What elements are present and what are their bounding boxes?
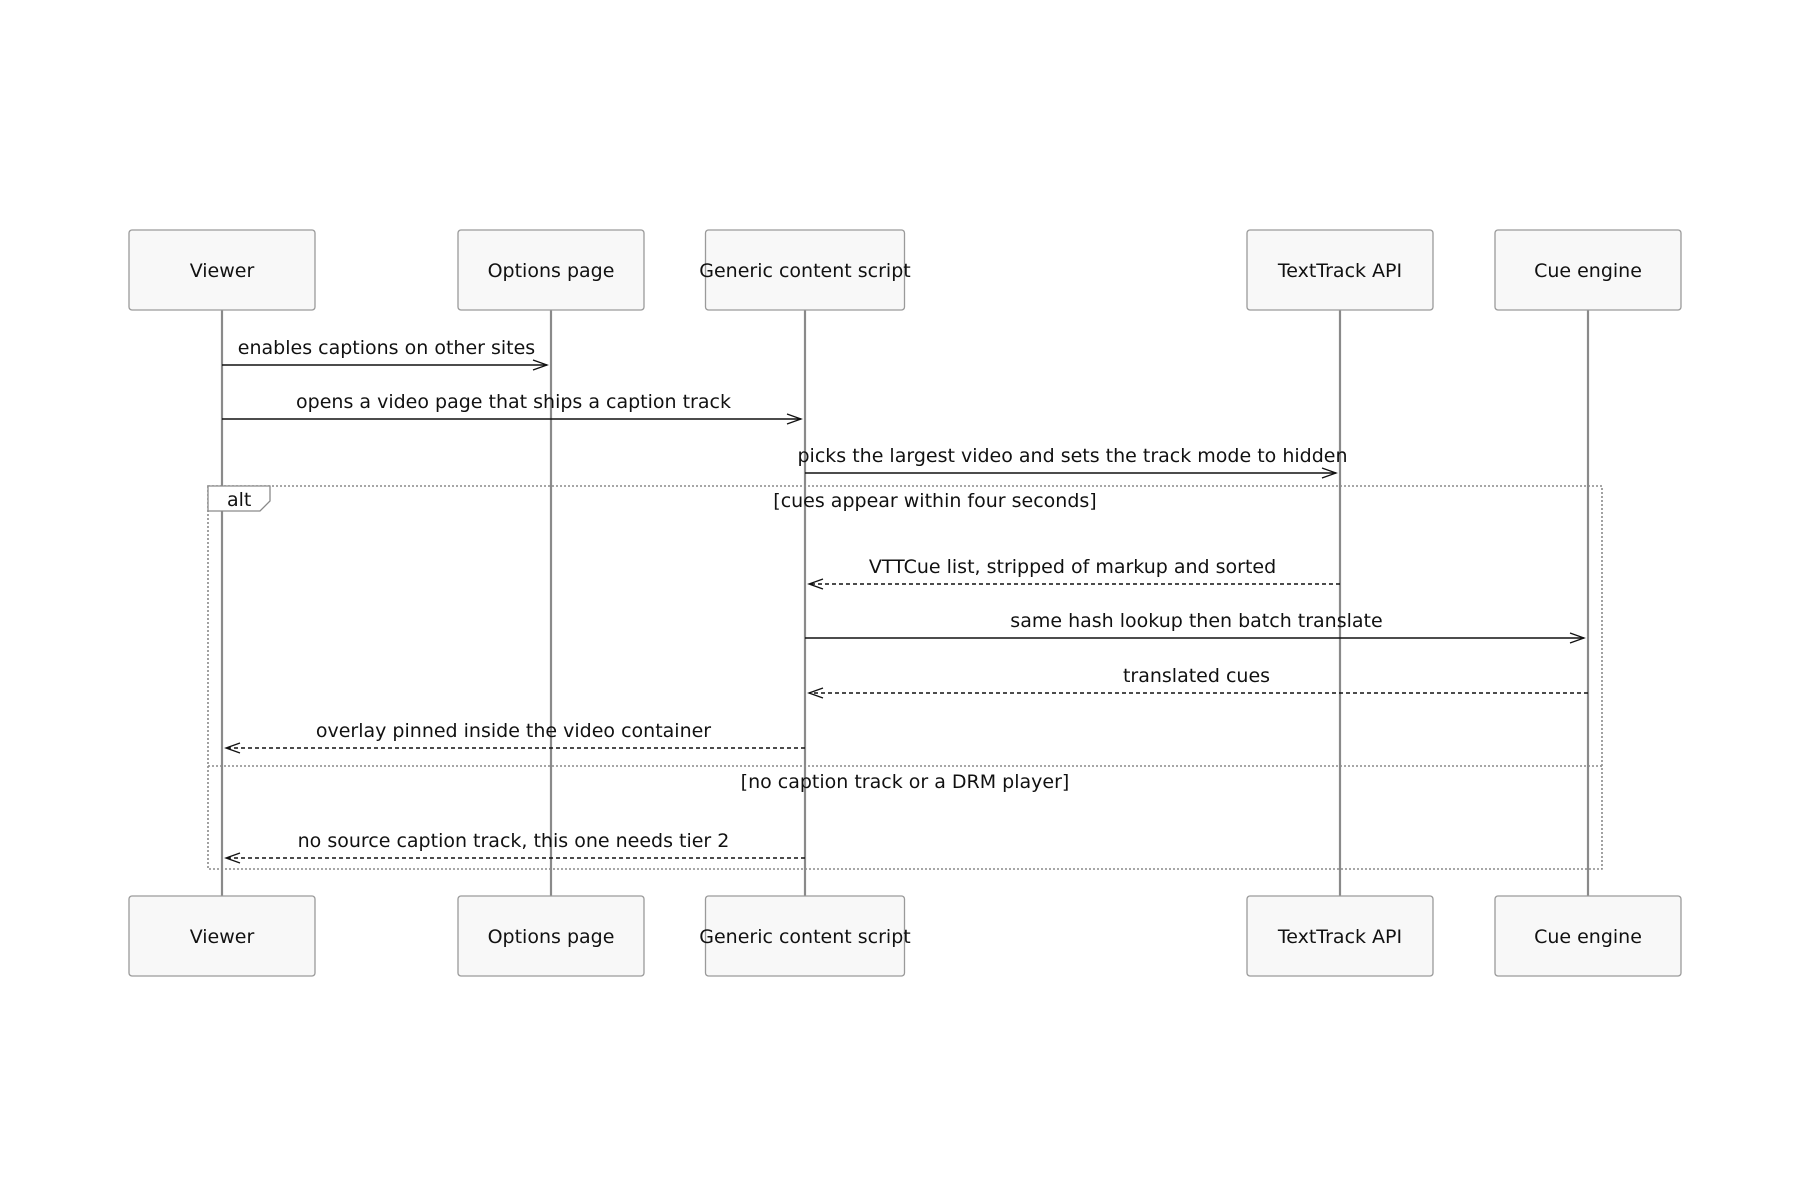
message-1: enables captions on other sites [222, 337, 549, 371]
actor-viewer-top: Viewer [128, 229, 316, 311]
message-label: opens a video page that ships a caption … [296, 391, 731, 413]
actor-box [1494, 229, 1682, 311]
actor-label: Generic content script [699, 926, 910, 948]
actor-box [704, 229, 906, 311]
alt-frame: alt [cues appear within four seconds] [no … [207, 485, 1603, 870]
actor-options-top: Options page [457, 229, 645, 311]
arrowhead [807, 687, 824, 699]
arrowhead [224, 742, 241, 754]
alt-keyword-tab [207, 485, 271, 512]
message-8: no source caption track, this one needs … [224, 830, 805, 864]
actor-label: TextTrack API [1277, 260, 1402, 282]
message-label: picks the largest video and sets the tra… [797, 445, 1347, 467]
arrowhead [532, 359, 549, 371]
message-2: opens a video page that ships a caption … [222, 391, 803, 425]
actor-label: Viewer [190, 260, 255, 282]
message-5: same hash lookup then batch translate [805, 610, 1586, 644]
arrowhead [1321, 467, 1338, 479]
actor-label: Cue engine [1534, 926, 1642, 948]
actor-box [457, 229, 645, 311]
message-4: VTTCue list, stripped of markup and sort… [807, 556, 1340, 590]
message-label: VTTCue list, stripped of markup and sort… [869, 556, 1276, 578]
actor-label: Cue engine [1534, 260, 1642, 282]
alt-keyword: alt [227, 489, 251, 511]
actor-texttrack-bottom: TextTrack API [1246, 895, 1434, 977]
message-label: enables captions on other sites [238, 337, 535, 359]
actor-viewer-bottom: Viewer [128, 895, 316, 977]
actor-box [457, 895, 645, 977]
actor-label: TextTrack API [1277, 926, 1402, 948]
message-6: translated cues [807, 665, 1588, 699]
actor-options-bottom: Options page [457, 895, 645, 977]
arrowhead [786, 413, 803, 425]
actor-box [128, 229, 316, 311]
message-label: translated cues [1123, 665, 1270, 687]
actor-box [128, 895, 316, 977]
messages: enables captions on other sites opens a v… [222, 337, 1588, 864]
actor-box [1246, 229, 1434, 311]
actor-cue-top: Cue engine [1494, 229, 1682, 311]
message-label: no source caption track, this one needs … [298, 830, 730, 852]
lifelines [220, 310, 1590, 896]
alt-branch-condition: [cues appear within four seconds] [773, 490, 1096, 512]
actor-box [1494, 895, 1682, 977]
actor-label: Options page [488, 260, 615, 282]
message-3: picks the largest video and sets the tra… [797, 445, 1348, 479]
arrowhead [1569, 632, 1586, 644]
actor-label: Options page [488, 926, 615, 948]
actor-label: Generic content script [699, 260, 910, 282]
arrowhead [224, 852, 241, 864]
message-label: overlay pinned inside the video containe… [316, 720, 711, 742]
arrowhead [807, 578, 824, 590]
actor-content-bottom: Generic content script [699, 895, 911, 977]
message-7: overlay pinned inside the video containe… [224, 720, 805, 754]
actor-texttrack-top: TextTrack API [1246, 229, 1434, 311]
message-label: same hash lookup then batch translate [1010, 610, 1382, 632]
alt-branch-condition: [no caption track or a DRM player] [741, 771, 1070, 793]
actor-label: Viewer [190, 926, 255, 948]
actor-box [704, 895, 906, 977]
actor-content-top: Generic content script [699, 229, 911, 311]
actor-box [1246, 895, 1434, 977]
actor-cue-bottom: Cue engine [1494, 895, 1682, 977]
alt-frame-border [207, 485, 1603, 870]
